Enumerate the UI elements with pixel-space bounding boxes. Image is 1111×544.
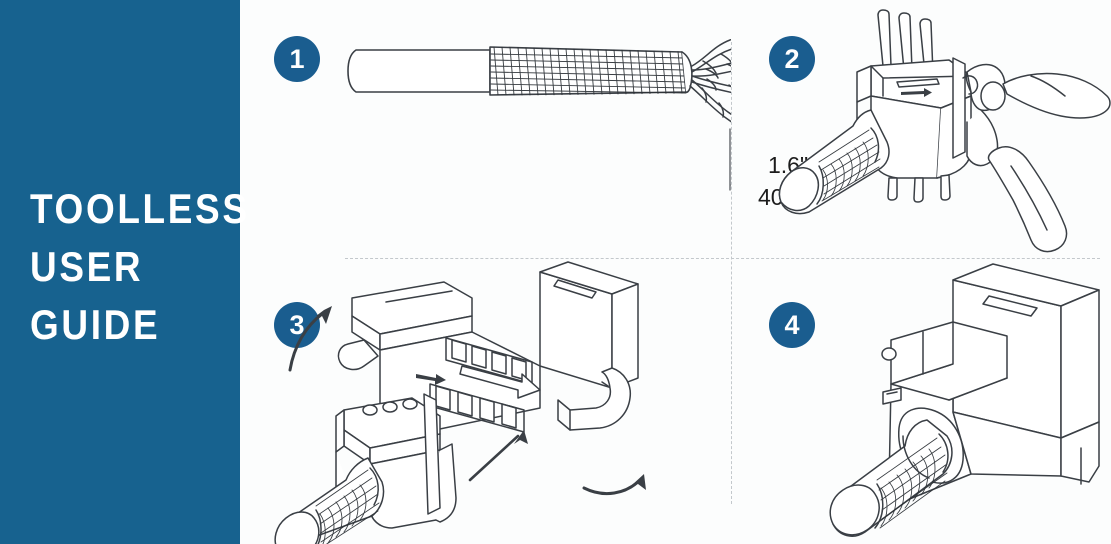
step-3-illustration — [274, 261, 646, 544]
step-panel-2: 2 — [731, 0, 1111, 258]
guide-title-line-1: TOOLLESS — [30, 185, 250, 232]
step-panel-4: 4 — [731, 258, 1111, 544]
step-2-illustration — [778, 9, 1111, 253]
guide-title-line-3: GUIDE — [30, 301, 161, 348]
step-badge-4: 4 — [769, 302, 815, 348]
step-1-illustration — [347, 38, 731, 191]
guide-title-line-2: USER — [30, 243, 144, 290]
step-badge-2: 2 — [769, 36, 815, 82]
step-panel-1: 1 — [240, 0, 822, 258]
step-panel-3: 3 — [240, 258, 731, 544]
horizontal-divider — [345, 258, 1100, 259]
guide-title: TOOLLESS USER GUIDE — [30, 180, 250, 354]
step-badge-3: 3 — [274, 302, 320, 348]
step-badge-1: 1 — [274, 36, 320, 82]
vertical-divider — [731, 42, 732, 504]
step-4-illustration — [829, 263, 1100, 537]
sidebar: TOOLLESS USER GUIDE — [0, 0, 250, 544]
